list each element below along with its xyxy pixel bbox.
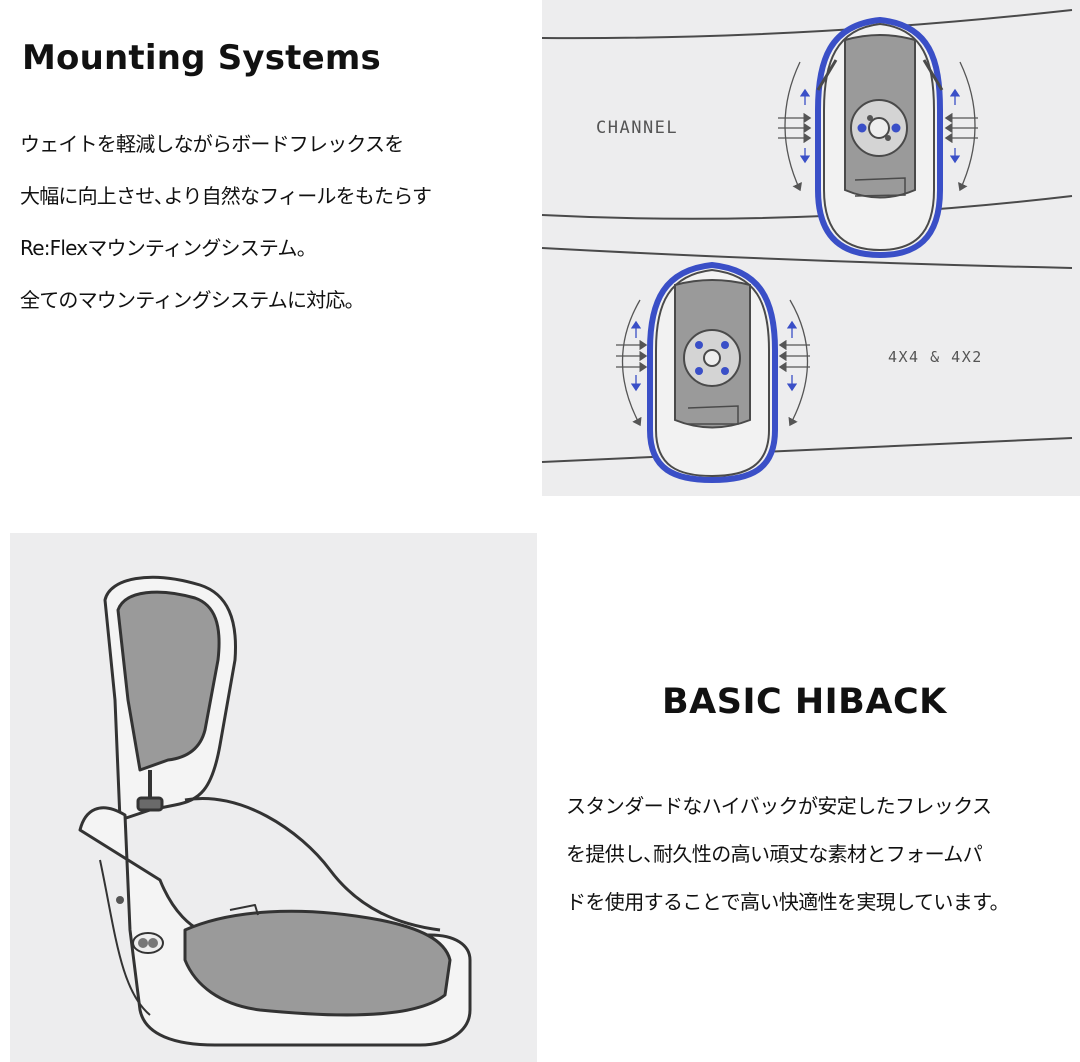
mounting-description: ウェイトを軽減しながらボードフレックスを 大幅に向上させ､より自然なフィールをも… bbox=[20, 118, 520, 326]
channel-label: CHANNEL bbox=[596, 118, 679, 138]
4x4-binding-illustration bbox=[647, 261, 778, 484]
mounting-systems-title: Mounting Systems bbox=[22, 38, 381, 78]
mounting-desc-line: ウェイトを軽減しながらボードフレックスを bbox=[20, 132, 404, 156]
channel-binding-illustration bbox=[815, 16, 944, 259]
board-bottom-illustration bbox=[541, 247, 1073, 463]
hiback-desc-line: ドを使用することで高い快適性を実現しています。 bbox=[566, 890, 1010, 914]
4x4-flex-arrows bbox=[616, 299, 810, 427]
4x4-4x2-label: 4X4 & 4X2 bbox=[888, 348, 983, 366]
mounting-desc-line: 大幅に向上させ､より自然なフィールをもたらす bbox=[20, 184, 432, 208]
channel-flex-arrows bbox=[778, 61, 978, 192]
hiback-desc-line: を提供し､耐久性の高い頑丈な素材とフォームパ bbox=[566, 842, 983, 866]
board-top-illustration bbox=[541, 9, 1073, 220]
mounting-desc-line: Re:Flexマウンティングシステム。 bbox=[20, 236, 317, 260]
basic-hiback-title: BASIC HIBACK bbox=[662, 682, 947, 722]
hiback-description: スタンダードなハイバックが安定したフレックス を提供し､耐久性の高い頑丈な素材と… bbox=[566, 782, 1080, 926]
mounting-desc-line: 全てのマウンティングシステムに対応。 bbox=[20, 288, 365, 312]
hiback-desc-line: スタンダードなハイバックが安定したフレックス bbox=[566, 794, 992, 818]
mounting-illustration-panel bbox=[542, 0, 1080, 496]
basic-hiback-binding-illustration bbox=[78, 575, 472, 1047]
